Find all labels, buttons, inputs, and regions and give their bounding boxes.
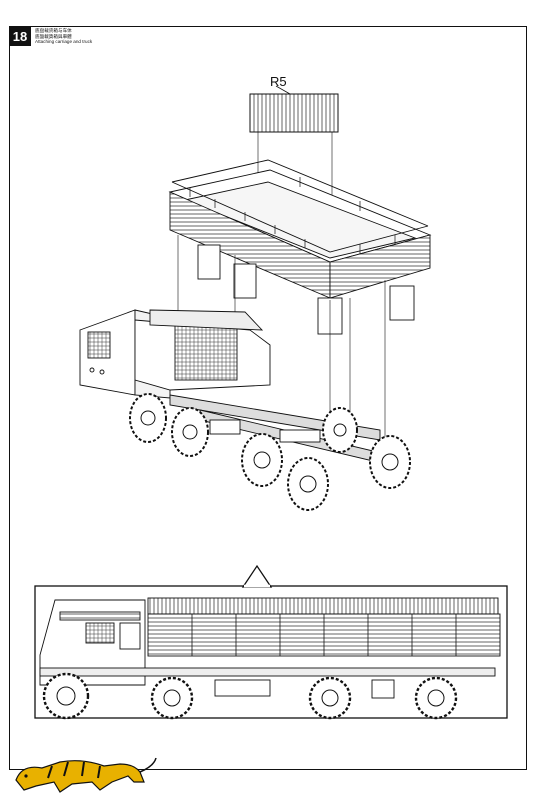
- cargo-carriage: [168, 159, 432, 335]
- caption-line-2: 底盤載貨箱與車體: [35, 33, 72, 39]
- step-caption: 底盘载货箱与车体 底盤載貨箱與車體 Attaching carriage and…: [35, 28, 92, 45]
- caption-line-3: Attaching carriage and truck: [35, 39, 93, 44]
- side-view-wheels: [42, 672, 458, 720]
- truck-wheels: [129, 393, 411, 511]
- step-number: 18: [9, 26, 31, 46]
- side-view-truck: [39, 597, 501, 699]
- part-label-r5: R5: [270, 74, 287, 89]
- tiger-logo-icon: [15, 757, 157, 793]
- truck-chassis: [79, 309, 391, 466]
- caption-line-1: 底盘载货箱与车体: [35, 28, 72, 33]
- instruction-frame: [9, 26, 527, 770]
